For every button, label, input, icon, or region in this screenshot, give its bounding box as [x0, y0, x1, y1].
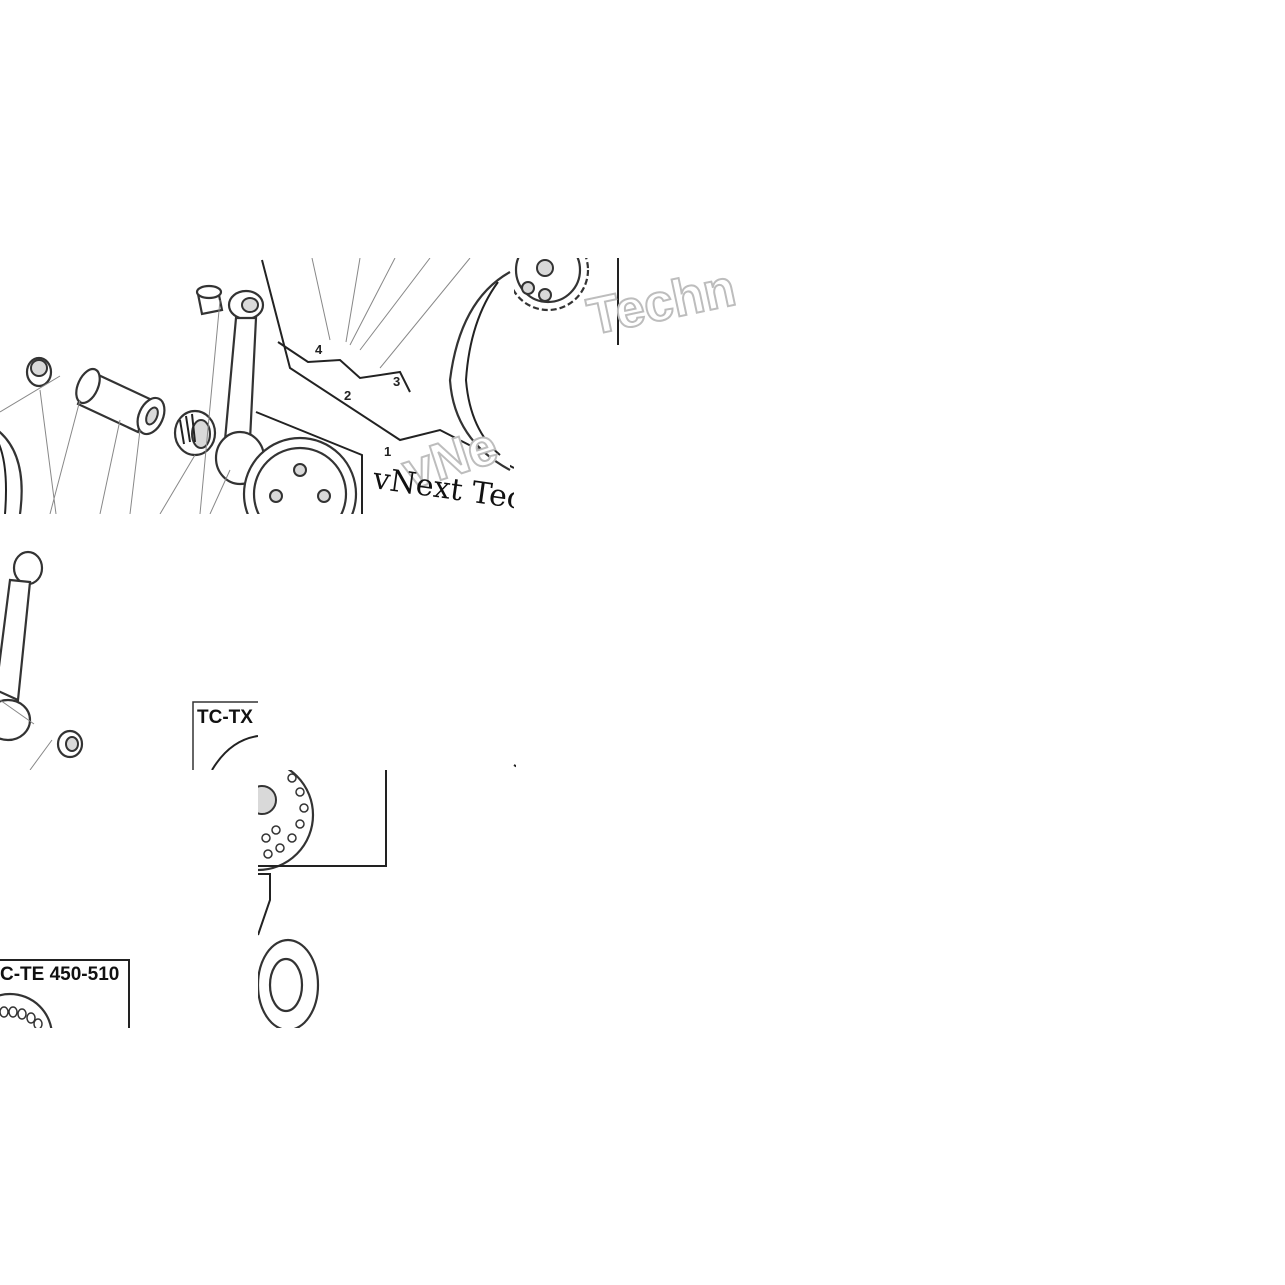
watermark-outlined-top: Techn	[582, 259, 740, 347]
flywheel-gear	[242, 436, 358, 514]
small-bush-lower	[56, 729, 84, 759]
thrust-washer	[258, 938, 320, 1028]
crank-assembly-tile: 4 2 3 1 vNe vNext Tec	[0, 258, 514, 514]
gear-watermark-tile: Techn	[514, 258, 742, 348]
leader-lines	[0, 258, 514, 514]
crank-pin	[75, 367, 166, 436]
callout-3: 3	[393, 374, 400, 389]
flywheel-holes-lower	[0, 1006, 43, 1028]
model-label-box-1	[192, 701, 258, 770]
connecting-rod	[214, 289, 266, 486]
crank-web-left	[0, 430, 23, 514]
small-cap	[25, 356, 53, 388]
rod-bush-tile: TC-TX	[0, 550, 258, 770]
model-label-tile: C-TE 450-510	[0, 959, 130, 1028]
arc-fragment-tile	[513, 764, 516, 768]
callout-4: 4	[315, 342, 323, 357]
callout-2: 2	[344, 388, 351, 403]
flywheel-holes	[261, 773, 309, 859]
model-label-tc-tx: TC-TX	[197, 707, 253, 728]
model-label-c-te-450-510: C-TE 450-510	[0, 964, 119, 985]
callout-1: 1	[384, 444, 391, 459]
needle-bearing	[173, 409, 217, 457]
flywheel-washer-tile	[258, 770, 387, 1028]
small-end-bush	[195, 284, 224, 316]
connecting-rod-lower	[0, 550, 44, 742]
crankcase-half	[448, 271, 511, 471]
